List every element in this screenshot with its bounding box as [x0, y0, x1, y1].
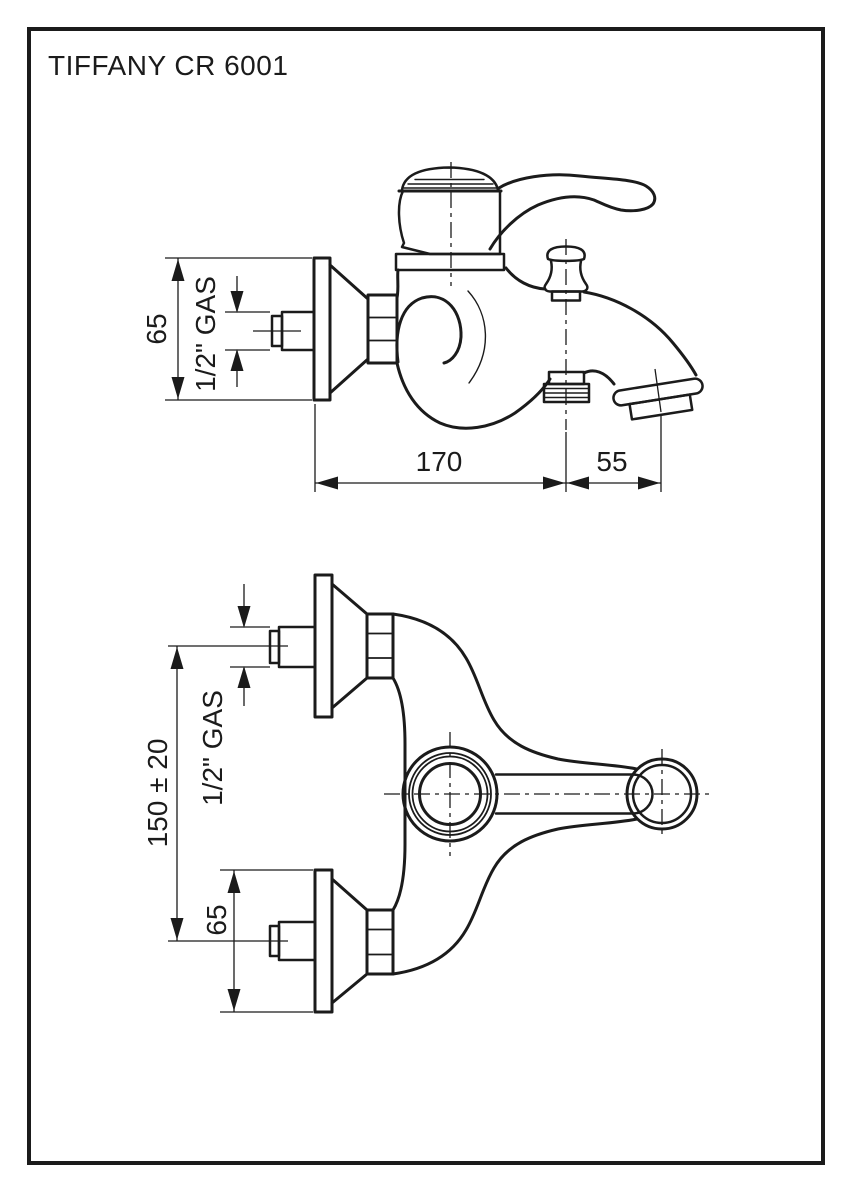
hex-nut-facets	[367, 316, 398, 342]
dim-label-65: 65	[141, 313, 172, 344]
arrowhead-down	[230, 291, 244, 313]
body-top-saddle	[504, 266, 547, 291]
arrowhead-up	[237, 666, 251, 688]
aerator-centerline	[654, 368, 662, 413]
wall-plate	[312, 256, 332, 402]
thread-nipple-top	[277, 625, 317, 669]
body-bottom-sweep	[391, 817, 639, 976]
arrowhead-down	[237, 606, 251, 628]
inlet-boss-arch	[395, 295, 463, 365]
handle-base-ring	[394, 252, 506, 272]
dim-reach: 170 55	[314, 404, 662, 492]
thread-nipple-top-end	[268, 629, 281, 665]
escutcheon-cone-bottom	[330, 877, 369, 1005]
arrowhead-up	[171, 259, 185, 281]
arrowhead-down	[227, 989, 241, 1011]
handle-cover	[397, 189, 502, 256]
dim-label-gas-front: 1/2" GAS	[197, 690, 228, 806]
extension-lines	[314, 404, 662, 492]
extension-lines	[220, 869, 313, 1013]
extension-lines	[165, 257, 312, 401]
wall-plate-bottom	[313, 868, 334, 1014]
thread-nipple-end	[270, 314, 284, 348]
arrowhead-right	[638, 476, 660, 490]
spout-under-edge	[582, 369, 616, 386]
dim-label-170: 170	[416, 446, 463, 477]
body-bottom-outline	[395, 361, 552, 430]
hex-nut	[366, 293, 399, 365]
arrowhead-down	[170, 918, 184, 940]
thread-nipple-bottom-end	[268, 924, 281, 958]
hex-nut-bottom-facets	[366, 928, 394, 956]
body-top-sweep	[391, 612, 639, 771]
body-neck-left	[395, 268, 400, 300]
extension-lines	[225, 311, 270, 351]
page-border	[27, 27, 825, 1165]
page-title: TIFFANY CR 6001	[48, 50, 289, 81]
arrowhead-right	[543, 476, 565, 490]
arrowhead-up	[227, 871, 241, 893]
dim-inlet-spacing: 150 ± 20	[142, 646, 184, 941]
hex-nut-bottom	[365, 908, 395, 976]
front-view-drawing: 150 ± 20 1/2" GAS 65	[142, 573, 713, 1014]
handle-cap-dome	[400, 166, 500, 192]
hex-nut-top-facets	[366, 632, 394, 659]
dim-inlet-thread-front: 1/2" GAS	[197, 584, 270, 806]
dim-plate-diameter-front: 65	[201, 869, 313, 1013]
hex-nut-top	[365, 612, 395, 680]
dim-inlet-thread: 1/2" GAS	[190, 276, 270, 392]
body-highlight-arc	[467, 290, 487, 384]
dim-label-gas: 1/2" GAS	[190, 276, 221, 392]
side-view-drawing: 65 1/2" GAS 170 55	[141, 162, 704, 492]
arrowhead-down	[171, 377, 185, 399]
extension-lines	[230, 626, 270, 668]
wall-plate-top	[313, 573, 334, 719]
arrowhead-left	[567, 476, 589, 490]
dim-label-150: 150 ± 20	[142, 739, 173, 848]
handle-lever	[488, 173, 657, 251]
nipple-centerlines	[168, 645, 288, 942]
spout-top-edge	[582, 290, 698, 377]
dim-plate-diameter: 65	[141, 257, 312, 401]
escutcheon-cone-top	[330, 582, 369, 710]
arrowhead-left	[316, 476, 338, 490]
arrowhead-up	[170, 647, 184, 669]
dim-label-55: 55	[596, 446, 627, 477]
dim-label-65-front: 65	[201, 904, 232, 935]
arrowhead-up	[230, 349, 244, 371]
escutcheon-cone	[328, 263, 370, 395]
